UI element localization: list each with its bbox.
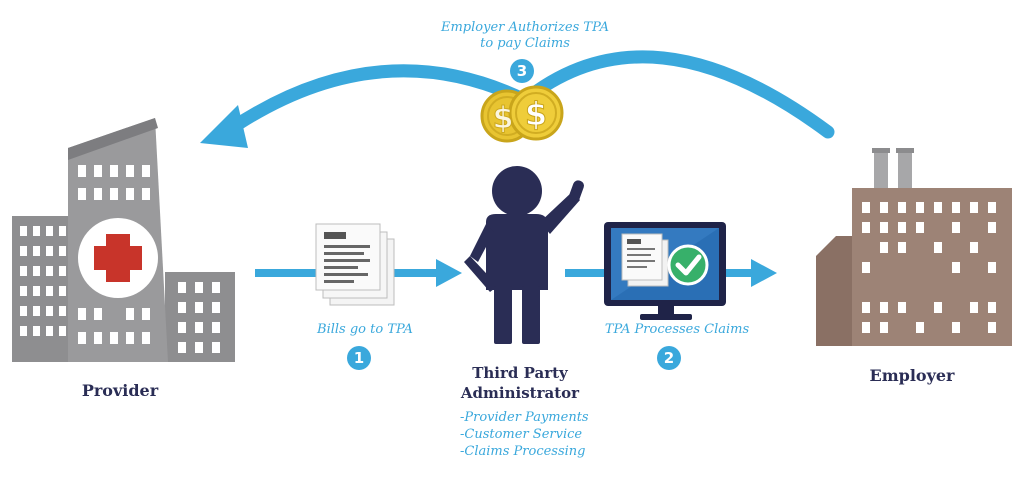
step-3-caption-line1: Employer Authorizes TPA <box>440 20 610 35</box>
monitor-checkmark-icon <box>604 222 726 320</box>
step-3-caption: Employer Authorizes TPA to pay Claims <box>430 20 620 52</box>
employer-label: Employer <box>869 366 955 385</box>
step-3-caption-line2: to pay Claims <box>480 36 570 51</box>
documents-icon <box>315 223 395 306</box>
hospital-building-icon <box>12 118 235 362</box>
step-2-caption: TPA Processes Claims <box>604 322 750 337</box>
factory-icon <box>816 148 1012 346</box>
tpa-label: Third Party Administrator <box>445 363 595 403</box>
svg-text:$: $ <box>525 95 547 133</box>
list-item: -Customer Service <box>460 427 583 442</box>
dollar-coins-icon: $ $ <box>480 85 564 143</box>
list-item: -Claims Processing <box>460 444 586 459</box>
list-item: -Provider Payments <box>460 410 589 425</box>
step-2-badge: 2 <box>657 346 681 370</box>
step-3-badge: 3 <box>510 59 534 83</box>
tpa-services-list: -Provider Payments -Customer Service -Cl… <box>460 409 589 460</box>
step-1-badge: 1 <box>347 346 371 370</box>
person-icon <box>464 166 584 344</box>
step-1-caption: Bills go to TPA <box>317 322 413 337</box>
provider-label: Provider <box>81 381 159 400</box>
tpa-label-line2: Administrator <box>460 384 580 402</box>
tpa-label-line1: Third Party <box>472 364 568 382</box>
svg-text:$: $ <box>493 101 514 136</box>
